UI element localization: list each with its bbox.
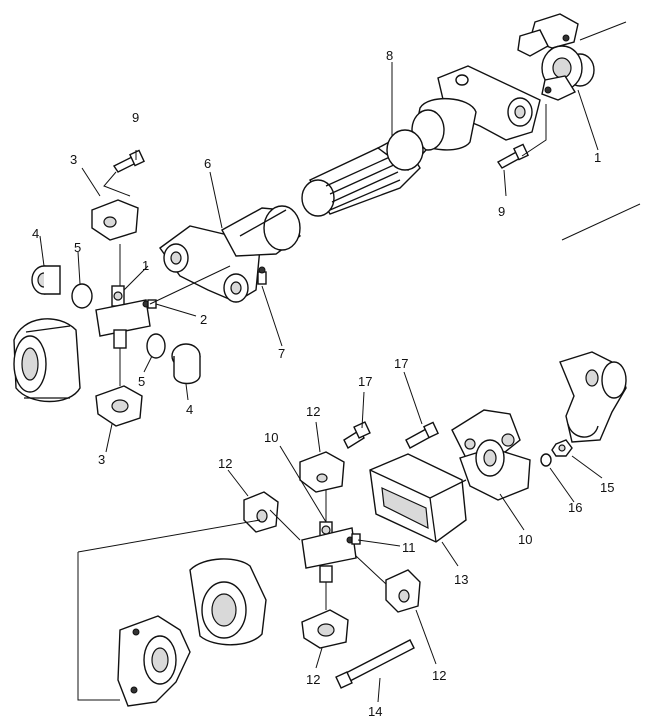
spider-cross-lower [301, 521, 357, 583]
callout-2: 2 [200, 312, 207, 327]
callout-15: 15 [600, 480, 614, 495]
callout-12-right: 12 [432, 668, 446, 683]
yoke-tube [159, 205, 301, 303]
callout-9-top: 9 [132, 110, 139, 125]
callout-11: 11 [402, 540, 416, 555]
flange-yoke-left [13, 318, 81, 403]
grease-fitting-11 [346, 533, 361, 545]
bolt-9-top [112, 149, 145, 173]
snap-ring-5-right [146, 333, 166, 359]
callout-12-top: 12 [306, 404, 320, 419]
callout-14: 14 [368, 704, 382, 717]
callout-1-left: 1 [142, 258, 149, 273]
bearing-cup-4-right [171, 343, 201, 385]
callout-5-right: 5 [138, 374, 145, 389]
callout-16: 16 [568, 500, 582, 515]
flange-yoke-lower-center [189, 558, 267, 646]
flange-yoke-lower-right [559, 351, 627, 443]
bolt-9-right [496, 143, 529, 169]
grease-fitting-7 [257, 266, 267, 285]
grease-fitting-2 [142, 299, 157, 309]
splined-shaft [301, 129, 427, 217]
bolt-17-left [343, 421, 371, 450]
callout-10-right: 10 [518, 532, 532, 547]
callout-3-top: 3 [70, 152, 77, 167]
bracket-block-13 [369, 453, 467, 543]
bearing-cap-3-top [91, 199, 139, 241]
callout-3-bottom: 3 [98, 452, 105, 467]
callout-10-left: 10 [264, 430, 278, 445]
slip-yoke-top [411, 65, 541, 151]
bolt-17-right [405, 421, 439, 449]
callout-4-left: 4 [32, 226, 39, 241]
callout-17-left: 17 [358, 374, 372, 389]
lower-leaders [77, 371, 603, 703]
callout-7: 7 [278, 346, 285, 361]
callout-labels: 1 1 2 3 3 4 4 5 5 6 7 8 9 9 10 10 11 12 … [32, 48, 614, 717]
nut-15 [551, 439, 573, 457]
callout-13: 13 [454, 572, 468, 587]
callout-12-left: 12 [218, 456, 232, 471]
snap-ring-5-left [71, 283, 93, 309]
callout-9-right: 9 [498, 204, 505, 219]
universal-joint-top-right [517, 13, 595, 101]
flange-yoke-lower-left [117, 615, 191, 707]
callout-17-right: 17 [394, 356, 408, 371]
callout-8: 8 [386, 48, 393, 63]
bearing-cap-12-right [385, 569, 421, 613]
long-bolt-14 [335, 639, 415, 689]
callout-1-top: 1 [594, 150, 601, 165]
callout-4-right: 4 [186, 402, 193, 417]
upper-leaders [39, 21, 641, 453]
bearing-cap-12-left [243, 491, 279, 533]
callout-6: 6 [204, 156, 211, 171]
bearing-cap-12-top [299, 451, 345, 493]
bearing-cup-4-left [31, 265, 61, 295]
bearing-cap-12-bottom [301, 609, 349, 649]
callout-12-bottom: 12 [306, 672, 320, 687]
spider-cross-left [95, 285, 151, 349]
bearing-cap-3-bottom [95, 385, 143, 427]
callout-5-left: 5 [74, 240, 81, 255]
washer-16 [540, 453, 552, 467]
coupling-cross-right [451, 409, 531, 501]
